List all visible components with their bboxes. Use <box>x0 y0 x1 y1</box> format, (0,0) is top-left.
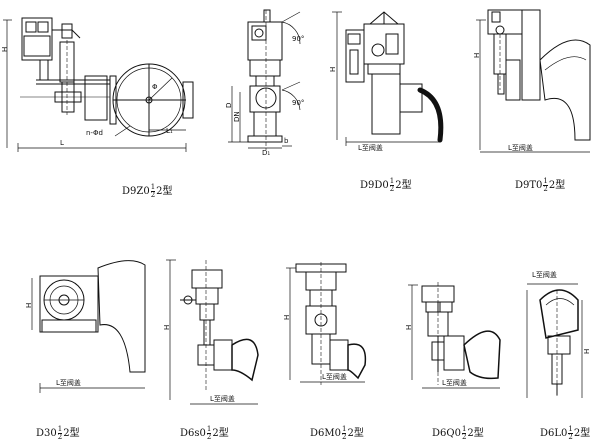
drawing-d9d0 <box>332 12 441 146</box>
dim-h-d6q0: H <box>405 324 413 330</box>
dim-lcover-d6q0: L至阀盖 <box>442 379 467 387</box>
dim-d1: D₁ <box>262 149 271 157</box>
dim-nphid-d9z0: n-Φd <box>86 129 103 137</box>
dim-90-bottom: 90° <box>292 99 305 107</box>
dim-h-d30: H <box>25 302 33 308</box>
dim-h-d9t0: H <box>473 52 481 58</box>
dim-phi-d9z0: Φ <box>152 83 158 91</box>
dim-h-d9z0: H <box>1 46 9 52</box>
drawing-d9z0-side <box>228 10 300 150</box>
dim-h-d6s0: H <box>163 324 171 330</box>
dim-lcover-d6s0: L至阀盖 <box>210 395 235 403</box>
dim-lcover-d30: L至阀盖 <box>56 379 81 387</box>
dim-l-d9z0: L <box>60 139 64 147</box>
drawing-d6s0 <box>166 260 258 404</box>
dim-dn: DN <box>233 111 241 122</box>
dim-90-top: 90° <box>292 35 305 43</box>
drawing-d9z0 <box>3 18 193 152</box>
dim-h-d6m0: H <box>283 314 291 320</box>
dim-l1-d9z0: L₁ <box>166 127 173 135</box>
dim-d: D <box>225 102 233 108</box>
drawing-d6q0 <box>408 282 500 388</box>
drawing-d9t0 <box>476 10 590 152</box>
dim-h-d6l0: H <box>583 348 591 354</box>
dim-lcover-d6l0: L至阀盖 <box>532 271 557 279</box>
dim-lcover-d9d0: L至阀盖 <box>358 144 383 152</box>
drawing-d6l0 <box>527 284 582 398</box>
dim-h-d9d0: H <box>329 66 337 72</box>
dim-lcover-d6m0: L至阀盖 <box>322 373 347 381</box>
drawing-d6m0 <box>286 262 365 385</box>
drawing-d30 <box>32 261 145 393</box>
dim-b: b <box>284 137 289 145</box>
dim-lcover-d9t0: L至阀盖 <box>508 144 533 152</box>
